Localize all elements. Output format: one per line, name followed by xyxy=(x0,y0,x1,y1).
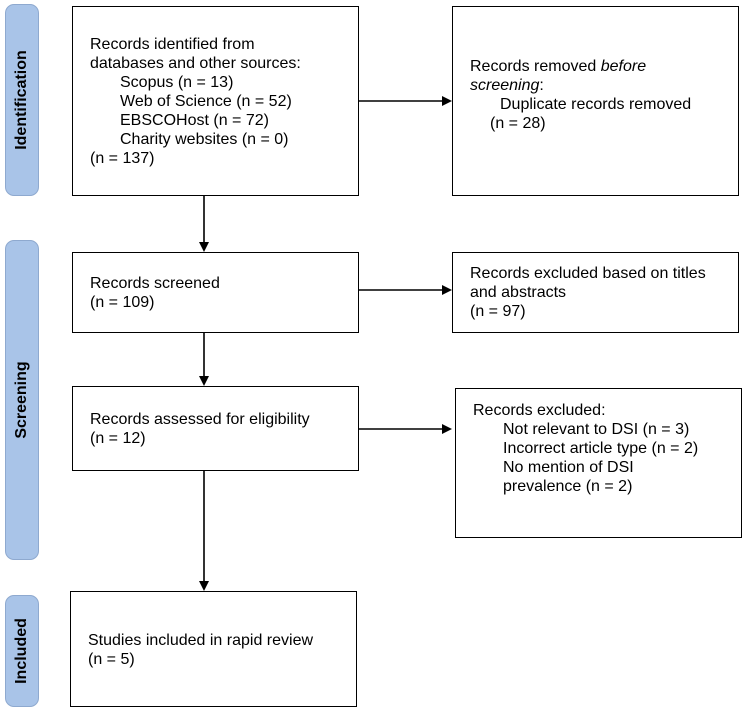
records-identified-total: (n = 137) xyxy=(90,150,155,167)
phase-included-label: Included xyxy=(13,618,30,684)
records-excluded-label: Records excluded: xyxy=(473,402,606,419)
source-item: Scopus (n = 13) xyxy=(120,74,234,91)
records-excluded-titles-box: Records excluded based on titles and abs… xyxy=(452,252,739,333)
source-item: Charity websites (n = 0) xyxy=(120,131,289,148)
records-identified-title: Records identified from xyxy=(90,36,255,53)
excluded-titles-label: Records excluded based on titles xyxy=(470,265,706,282)
phase-identification: Identification xyxy=(5,4,39,196)
records-excluded-box: Records excluded: Not relevant to DSI (n… xyxy=(455,388,742,538)
records-screened-label: Records screened xyxy=(90,275,220,292)
studies-included-box: Studies included in rapid review (n = 5) xyxy=(70,591,357,707)
records-assessed-box: Records assessed for eligibility (n = 12… xyxy=(72,386,359,471)
duplicates-removed-item: Duplicate records removed xyxy=(500,96,692,113)
records-assessed-count: (n = 12) xyxy=(90,430,146,447)
exclusion-reason: prevalence (n = 2) xyxy=(503,478,633,495)
records-removed-title: Records removed before xyxy=(470,58,647,75)
phase-included: Included xyxy=(5,595,39,707)
source-item: EBSCOHost (n = 72) xyxy=(120,112,269,129)
studies-included-label: Studies included in rapid review xyxy=(88,632,314,649)
records-identified-subtitle: databases and other sources: xyxy=(90,55,301,72)
records-screened-box: Records screened (n = 109) xyxy=(72,252,359,333)
records-removed-box: Records removed before screening: Duplic… xyxy=(452,6,739,196)
excluded-titles-count: (n = 97) xyxy=(470,303,526,320)
phase-screening-label: Screening xyxy=(13,361,30,439)
duplicates-removed-count: (n = 28) xyxy=(490,115,546,132)
records-assessed-label: Records assessed for eligibility xyxy=(90,411,310,428)
records-screened-count: (n = 109) xyxy=(90,294,155,311)
source-item: Web of Science (n = 52) xyxy=(120,93,292,110)
exclusion-reason: No mention of DSI xyxy=(503,459,634,476)
records-identified-box: Records identified from databases and ot… xyxy=(72,6,359,196)
records-removed-subtitle: screening: xyxy=(470,77,544,94)
exclusion-reason: Not relevant to DSI (n = 3) xyxy=(503,421,690,438)
excluded-titles-label-cont: and abstracts xyxy=(470,284,567,301)
studies-included-count: (n = 5) xyxy=(88,651,135,668)
phase-screening: Screening xyxy=(5,240,39,560)
exclusion-reason: Incorrect article type (n = 2) xyxy=(503,440,699,457)
phase-identification-label: Identification xyxy=(13,50,30,150)
